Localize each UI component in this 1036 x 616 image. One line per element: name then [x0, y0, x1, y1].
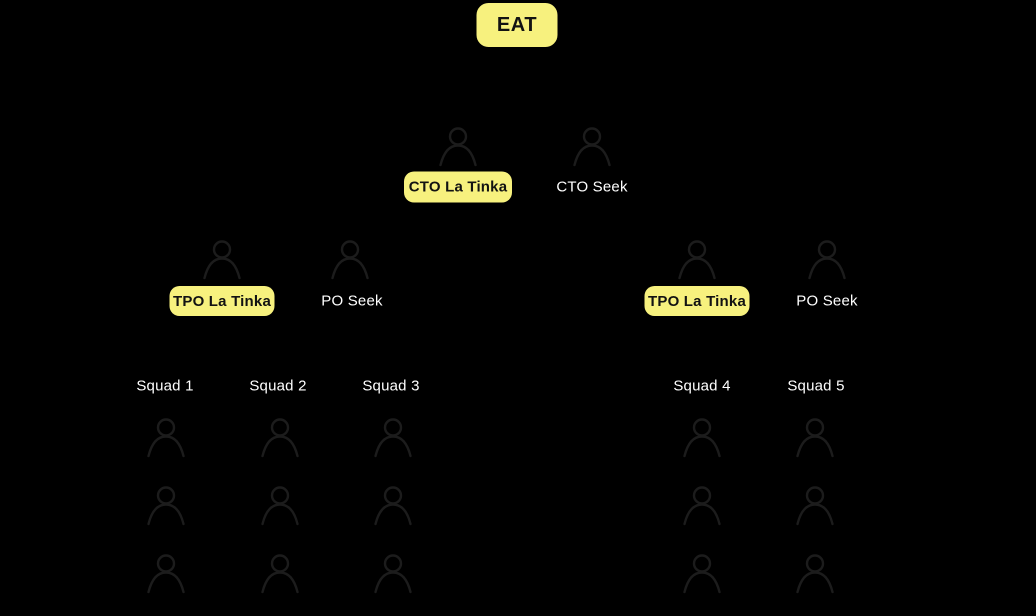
person-icon-squad-5-member-3[interactable]	[791, 549, 839, 597]
eat-node[interactable]: EAT	[476, 3, 558, 47]
person-icon-squad-5-member-2[interactable]	[791, 481, 839, 529]
person-icon-squad-3-member-3[interactable]	[369, 549, 417, 597]
person-icon-squad-2-member-1[interactable]	[256, 413, 304, 461]
cto-la-tinka-node[interactable]: CTO La Tinka	[404, 171, 512, 203]
person-icon-squad-3-member-2[interactable]	[369, 481, 417, 529]
person-icon-cto-seek[interactable]	[568, 122, 616, 170]
person-icon-squad-4-member-3[interactable]	[678, 549, 726, 597]
cto-seek-node[interactable]: CTO Seek	[556, 178, 628, 196]
squad-4-label[interactable]: Squad 4	[673, 377, 731, 395]
person-icon-squad-1-member-1[interactable]	[142, 413, 190, 461]
squad-5-label[interactable]: Squad 5	[787, 377, 845, 395]
tpo-la-tinka-left-node[interactable]: TPO La Tinka	[169, 286, 275, 316]
person-icon-po-seek-left[interactable]	[326, 235, 374, 283]
person-icon-squad-4-member-1[interactable]	[678, 413, 726, 461]
person-icon-squad-3-member-1[interactable]	[369, 413, 417, 461]
po-seek-right-node[interactable]: PO Seek	[796, 292, 858, 310]
person-icon-tpo-la-tinka-right[interactable]	[673, 235, 721, 283]
po-seek-left-node[interactable]: PO Seek	[321, 292, 383, 310]
squad-1-label[interactable]: Squad 1	[136, 377, 194, 395]
person-icon-squad-1-member-2[interactable]	[142, 481, 190, 529]
person-icon-po-seek-right[interactable]	[803, 235, 851, 283]
person-icon-cto-la-tinka[interactable]	[434, 122, 482, 170]
person-icon-squad-4-member-2[interactable]	[678, 481, 726, 529]
person-icon-squad-1-member-3[interactable]	[142, 549, 190, 597]
person-icon-squad-2-member-2[interactable]	[256, 481, 304, 529]
person-icon-squad-2-member-3[interactable]	[256, 549, 304, 597]
squad-3-label[interactable]: Squad 3	[362, 377, 420, 395]
person-icon-squad-5-member-1[interactable]	[791, 413, 839, 461]
squad-2-label[interactable]: Squad 2	[249, 377, 307, 395]
person-icon-tpo-la-tinka-left[interactable]	[198, 235, 246, 283]
tpo-la-tinka-right-node[interactable]: TPO La Tinka	[644, 286, 750, 316]
